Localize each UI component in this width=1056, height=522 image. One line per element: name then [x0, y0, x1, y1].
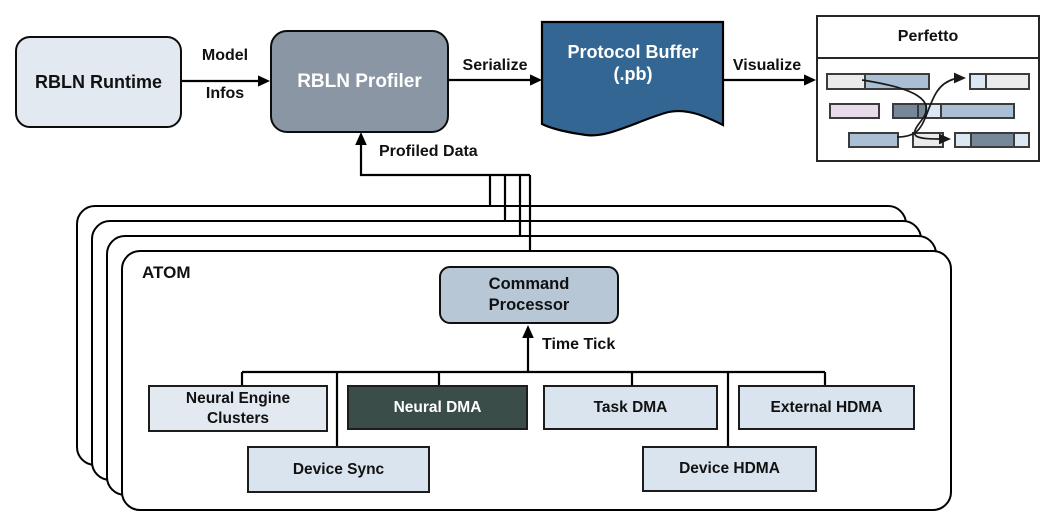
serialize-label: Serialize — [462, 57, 528, 74]
bar-segment — [914, 134, 942, 146]
model-infos-label-line2: Infos — [205, 85, 245, 102]
arrowhead-visualize — [804, 74, 816, 86]
rbln-runtime-node: RBLN Runtime — [15, 36, 182, 128]
timeline-bar-a — [826, 73, 930, 90]
bar-segment — [894, 105, 918, 117]
component-neural-dma: Neural DMA — [347, 385, 528, 430]
perfetto-title: Perfetto — [897, 28, 959, 45]
protobuf-node: Protocol Buffer (.pb) — [542, 34, 724, 92]
protobuf-label-line1: Protocol Buffer — [567, 41, 699, 62]
component-external-hdma: External HDMA — [738, 385, 915, 430]
visualize-label: Visualize — [732, 57, 802, 74]
component-label: Neural Engine Clusters — [185, 390, 291, 427]
command-processor-line2: Processor — [488, 296, 570, 314]
bar-segment — [924, 105, 940, 117]
atom-label: ATOM — [142, 263, 191, 282]
rbln-profiler-label: RBLN Profiler — [297, 70, 422, 92]
component-device-sync: Device Sync — [247, 446, 430, 493]
component-neural-engine-clusters: Neural Engine Clusters — [148, 385, 328, 432]
bar-segment — [831, 105, 878, 117]
component-label: Neural DMA — [393, 398, 482, 416]
command-processor-node: Command Processor — [439, 266, 619, 324]
component-device-hdma: Device HDMA — [642, 446, 817, 492]
model-infos-label-line1: Model — [201, 47, 249, 64]
bar-segment — [828, 75, 864, 88]
component-label: External HDMA — [770, 398, 883, 416]
bar-segment — [863, 75, 928, 88]
perfetto-header: Perfetto — [818, 17, 1038, 59]
bar-segment — [971, 75, 985, 88]
rbln-profiler-node: RBLN Profiler — [270, 30, 449, 133]
profiled-data-label: Profiled Data — [379, 143, 478, 160]
bar-segment — [1012, 134, 1028, 146]
timeline-bar-b — [969, 73, 1030, 90]
bar-segment — [939, 105, 1013, 117]
bar-segment — [984, 75, 1028, 88]
command-processor-line1: Command — [488, 275, 570, 294]
component-label: Task DMA — [593, 398, 668, 416]
component-label: Device Sync — [292, 460, 385, 478]
timeline-bar-d — [892, 103, 1015, 119]
component-label: Device HDMA — [679, 460, 780, 478]
timeline-bar-f — [912, 132, 944, 148]
arrowhead-profiled-data — [355, 132, 367, 145]
arrowhead-serialize — [530, 74, 542, 86]
protobuf-label-line2: (.pb) — [613, 64, 653, 84]
bar-segment — [850, 134, 897, 146]
bar-segment — [956, 134, 971, 146]
timeline-bar-g — [954, 132, 1030, 148]
component-task-dma: Task DMA — [543, 385, 718, 430]
timeline-bar-e — [848, 132, 899, 148]
bar-segment — [970, 134, 1013, 146]
perfetto-panel: Perfetto — [816, 15, 1040, 162]
time-tick-label: Time Tick — [542, 336, 616, 353]
timeline-bar-c — [829, 103, 880, 119]
rbln-runtime-label: RBLN Runtime — [35, 71, 162, 92]
bar-segment — [917, 105, 925, 117]
